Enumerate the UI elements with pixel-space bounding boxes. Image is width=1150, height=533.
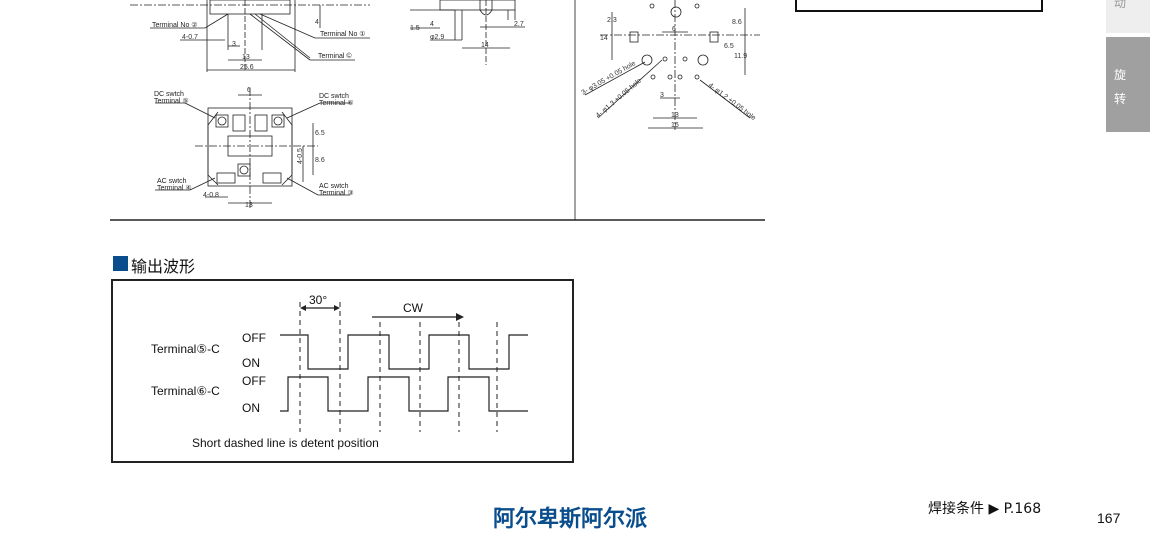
terminal-6-label: Terminal⑥-C	[151, 384, 220, 398]
terminal-5-label: Terminal⑤-C	[151, 342, 220, 356]
dim-4-0-8: 4-0.8	[203, 192, 219, 199]
dim-6: 6	[247, 87, 251, 94]
dim-13-bottom: 13	[245, 202, 253, 209]
waveform-terminal-6	[280, 376, 528, 412]
waveform-box	[111, 279, 574, 463]
dim-4-07: 4-0.7	[182, 34, 198, 41]
dimension-drawings: Terminal No ② Terminal No ① Terminal © 4…	[110, 0, 765, 221]
dim-13: 13	[242, 54, 250, 61]
label-dc-switch-right: DC swtch	[319, 93, 349, 100]
label-dc-switch-left: DC swtch	[154, 91, 184, 98]
dim-16: 16	[671, 122, 679, 129]
dim-25-6: 25.6	[240, 64, 254, 71]
spec-table-box	[795, 0, 1043, 12]
t5-on-label: ON	[242, 356, 260, 370]
angle-label: 30°	[309, 293, 327, 307]
dim-6-5: 6.5	[315, 130, 325, 137]
section-title: 输出波形	[131, 257, 196, 276]
dim-14-mid: 14	[481, 42, 489, 49]
side-tab-label-1: 旋	[1114, 68, 1127, 82]
output-waveform: 30° CW Terminal⑤-C OFF ON Terminal⑥-C OF…	[151, 293, 528, 450]
side-tab-previous-label: 动	[1114, 0, 1127, 10]
dim-4-mid: 4	[430, 21, 434, 28]
dim-2-7: 2.7	[514, 21, 524, 28]
t6-on-label: ON	[242, 401, 260, 415]
dim-4: 4	[315, 19, 319, 26]
side-tab-rotary[interactable]: 旋 转	[1106, 37, 1150, 132]
dim-8-6: 8.6	[315, 157, 325, 164]
brand-logo: 阿尔卑斯阿尔派	[493, 507, 648, 532]
label-terminal-5: Terminal ⑤	[154, 97, 189, 105]
label-terminal-6: Terminal ⑥	[319, 99, 354, 107]
page-number: 167	[1097, 510, 1121, 526]
dim-3-right: 3	[660, 92, 664, 99]
waveform-caption: Short dashed line is detent position	[192, 436, 379, 450]
label-terminal-3: Terminal ③	[319, 189, 354, 197]
dim-8-6-right: 8.6	[732, 19, 742, 26]
side-tab-previous[interactable]: 动	[1106, 0, 1150, 33]
label-ac-switch-left: AC swtch	[157, 178, 187, 185]
dim-2-3: 2.3	[607, 17, 617, 24]
dim-1-5: 1.5	[410, 25, 420, 32]
side-tab-label-2: 转	[1114, 92, 1127, 106]
dim-6-5-right: 6.5	[724, 43, 734, 50]
label-terminal-4: Terminal ④	[157, 184, 192, 192]
dim-phi-2-9: φ2.9	[430, 34, 444, 41]
direction-label: CW	[403, 301, 424, 315]
dim-13-right: 13	[671, 112, 679, 119]
soldering-reference-link[interactable]: 焊接条件 ▶ P.168	[928, 501, 1042, 517]
label-terminal-no2: Terminal No ②	[152, 21, 198, 29]
dim-4-0-5: 4-0.5	[297, 148, 304, 164]
dim-3: 3	[232, 41, 236, 48]
hole-spec-4-1-2: 4- φ1.2 +0.05 hole	[707, 82, 757, 122]
label-terminal-no1: Terminal No ①	[320, 30, 366, 38]
t5-off-label: OFF	[242, 331, 266, 345]
dim-14-right: 14	[600, 35, 608, 42]
dim-11-9: 11.9	[734, 53, 747, 60]
dim-6-right: 6	[672, 26, 676, 33]
section-marker	[113, 256, 128, 271]
label-ac-switch-right: AC swtch	[319, 183, 349, 190]
waveform-terminal-5	[280, 334, 528, 370]
t6-off-label: OFF	[242, 374, 266, 388]
label-terminal-c: Terminal ©	[318, 52, 352, 60]
